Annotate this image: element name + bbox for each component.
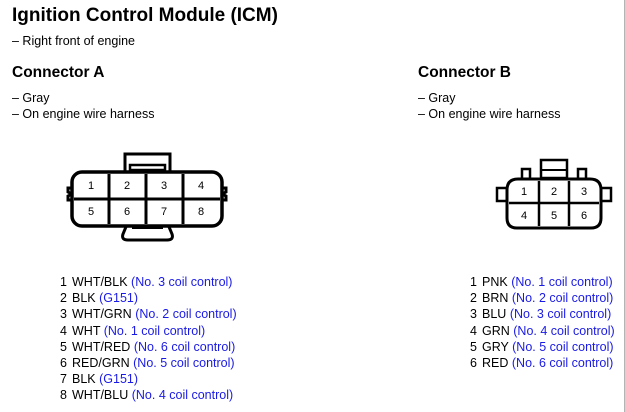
connector-a-cavity-5: 5 <box>88 206 94 218</box>
pin-number: 6 <box>470 356 477 371</box>
pin-row: 2 BLK (G151) <box>60 290 237 306</box>
pin-number: 1 <box>470 275 477 289</box>
pin-circuit-note: (No. 5 coil control) <box>133 356 235 371</box>
pin-number: 3 <box>60 307 67 322</box>
pin-row: 3 BLU (No. 3 coil control) <box>470 306 615 322</box>
connector-a-color-note: – Gray <box>12 91 50 105</box>
pin-circuit-note: (No. 3 coil control) <box>509 307 612 322</box>
connector-b-cavity-1: 1 <box>521 186 527 198</box>
connector-b-top-tab <box>539 158 569 180</box>
connector-b-cavity-6: 6 <box>581 210 587 222</box>
pin-circuit-note: (No. 3 coil control) <box>131 275 233 289</box>
pin-wire-color: RED/GRN <box>72 356 130 371</box>
pin-circuit-note: (No. 2 coil control) <box>511 291 614 306</box>
connector-a-cavity-3: 3 <box>161 180 167 192</box>
pin-row: 4 GRN (No. 4 coil control) <box>470 323 615 339</box>
connector-b-heading: Connector B <box>418 64 511 81</box>
pin-row: 5 GRY (No. 5 coil control) <box>470 339 615 355</box>
pin-number: 5 <box>60 339 67 354</box>
pin-number: 6 <box>60 356 67 371</box>
pin-number: 3 <box>470 307 477 322</box>
pin-circuit-note: (No. 1 coil control) <box>103 323 206 338</box>
connector-a-cavity-1: 1 <box>88 180 94 192</box>
pin-number: 7 <box>60 372 67 387</box>
connector-b-color-note: – Gray <box>418 91 456 105</box>
pin-row: 4 WHT (No. 1 coil control) <box>60 323 237 339</box>
pin-wire-color: PNK <box>482 275 508 289</box>
pin-wire-color: BLU <box>482 307 507 322</box>
connector-a-cavity-7: 7 <box>161 206 167 218</box>
pin-circuit-note: (No. 2 coil control) <box>135 307 237 322</box>
pin-wire-color: GRN <box>482 323 510 338</box>
pin-number: 5 <box>470 339 477 354</box>
page-title: Ignition Control Module (ICM) <box>12 5 278 26</box>
pin-number: 8 <box>60 388 67 403</box>
pin-wire-color: WHT/BLU <box>72 388 129 403</box>
connector-a-cavity-4: 4 <box>198 180 204 192</box>
pin-circuit-note: (No. 6 coil control) <box>511 356 614 371</box>
connector-b-pin-list: 1 PNK (No. 1 coil control) 2 BRN (No. 2 co… <box>470 274 615 371</box>
connector-b-harness-note: – On engine wire harness <box>418 107 561 121</box>
pin-row: 8 WHT/BLU (No. 4 coil control) <box>60 387 237 403</box>
connector-a-harness-note: – On engine wire harness <box>12 107 155 121</box>
pin-circuit-note: (G151) <box>99 291 139 306</box>
pin-wire-color: WHT/GRN <box>72 307 132 322</box>
pin-row: 3 WHT/GRN (No. 2 coil control) <box>60 306 237 322</box>
connector-a-heading: Connector A <box>12 64 105 81</box>
pin-row: 6 RED/GRN (No. 5 coil control) <box>60 355 237 371</box>
pin-number: 2 <box>470 291 477 306</box>
pin-row: 5 WHT/RED (No. 6 coil control) <box>60 339 237 355</box>
connector-b-cavity-5: 5 <box>551 210 557 222</box>
pin-row: 1 PNK (No. 1 coil control) <box>470 274 615 290</box>
pin-wire-color: GRY <box>482 339 509 354</box>
pin-row: 2 BRN (No. 2 coil control) <box>470 290 615 306</box>
pin-wire-color: BLK <box>72 372 96 387</box>
pin-number: 1 <box>60 275 67 289</box>
pin-number: 2 <box>60 291 67 306</box>
connector-b-cavity-2: 2 <box>551 186 557 198</box>
pin-row: 7 BLK (G151) <box>60 371 237 387</box>
pin-wire-color: WHT/RED <box>72 339 131 354</box>
pin-wire-color: WHT <box>72 323 101 338</box>
pin-circuit-note: (No. 4 coil control) <box>513 323 615 338</box>
pin-circuit-note: (G151) <box>99 372 139 387</box>
pin-number: 4 <box>60 323 67 338</box>
connector-a-top-tab <box>123 152 172 176</box>
connector-b-cavity-3: 3 <box>581 186 587 198</box>
pin-circuit-note: (No. 5 coil control) <box>512 339 614 354</box>
connector-a-cavity-8: 8 <box>198 206 204 218</box>
page-subtitle: – Right front of engine <box>12 34 135 48</box>
pin-wire-color: BLK <box>72 291 96 306</box>
pin-row: 1 WHT/BLK (No. 3 coil control) <box>60 274 237 290</box>
connector-b-pinout-diagram: 1 2 3 4 5 6 <box>492 158 618 247</box>
pin-wire-color: BRN <box>482 291 509 306</box>
pin-circuit-note: (No. 4 coil control) <box>131 388 234 403</box>
connector-a-cavity-2: 2 <box>124 180 130 192</box>
pin-wire-color: WHT/BLK <box>72 275 128 289</box>
connector-a-pinout-diagram: 1 2 3 4 5 6 7 8 <box>62 152 232 249</box>
pin-row: 6 RED (No. 6 coil control) <box>470 355 615 371</box>
connector-b-cavity-4: 4 <box>521 210 527 222</box>
connector-a-cavity-6: 6 <box>124 206 130 218</box>
pin-circuit-note: (No. 1 coil control) <box>511 275 613 289</box>
pin-wire-color: RED <box>482 356 509 371</box>
pin-circuit-note: (No. 6 coil control) <box>133 339 236 354</box>
pin-number: 4 <box>470 323 477 338</box>
